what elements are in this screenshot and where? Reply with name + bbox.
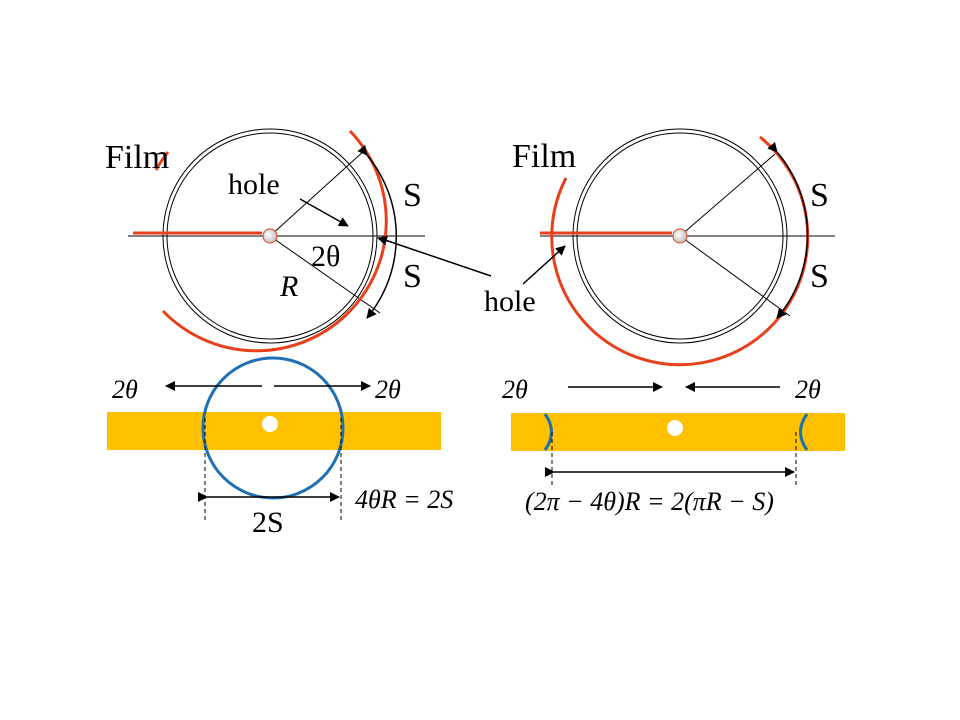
sample-dot — [672, 228, 688, 244]
ring-arc-right — [799, 413, 809, 451]
hole-label: hole — [228, 168, 280, 201]
angle-label: 2θ — [311, 240, 340, 273]
radius-label: R — [279, 270, 298, 303]
hole-label: hole — [484, 285, 536, 318]
film-arc-right — [161, 129, 388, 353]
beam-hole-dot — [262, 416, 278, 432]
top-left-camera-diagram: Film hole S S 2θ R — [105, 128, 425, 353]
diffraction-ray-upper — [679, 153, 776, 237]
s-lower-label: S — [810, 258, 829, 295]
film-arc-upper-stub — [154, 151, 170, 171]
diffraction-ray-lower — [679, 235, 791, 317]
hole-pointer-line — [384, 239, 492, 277]
film-label: Film — [512, 138, 576, 175]
top-right-camera-diagram: Film hole S S — [377, 128, 835, 367]
s-upper-label: S — [810, 177, 829, 214]
film-arc — [550, 135, 810, 367]
diffraction-ray-upper — [269, 149, 366, 237]
angle-label-right: 2θ — [375, 375, 401, 404]
angle-label-left: 2θ — [112, 375, 138, 404]
bottom-right-film-strip: 2θ 2θ (2π − 4θ)R = 2(πR − S) — [502, 375, 845, 516]
arc-length-arrow — [767, 141, 809, 319]
s-lower-label: S — [403, 258, 422, 295]
bottom-left-film-strip: 2θ 2θ 2S 4θR = 2S — [107, 356, 453, 539]
beam-hole-dot — [667, 420, 683, 436]
film-label: Film — [105, 139, 169, 176]
arc-length-arrow — [357, 144, 397, 319]
equation-left: 4θR = 2S — [355, 485, 453, 514]
hole-pointer-arrow — [299, 198, 349, 227]
sample-dot — [262, 228, 278, 244]
angle-label-left: 2θ — [502, 375, 528, 404]
angle-label-right: 2θ — [795, 375, 821, 404]
s-upper-label: S — [403, 177, 422, 214]
equation-right: (2π − 4θ)R = 2(πR − S) — [525, 487, 774, 516]
hole-pointer-arrowhead-left — [377, 235, 389, 246]
hole-pointer-arrow-right — [522, 245, 566, 285]
width-label: 2S — [252, 506, 284, 539]
